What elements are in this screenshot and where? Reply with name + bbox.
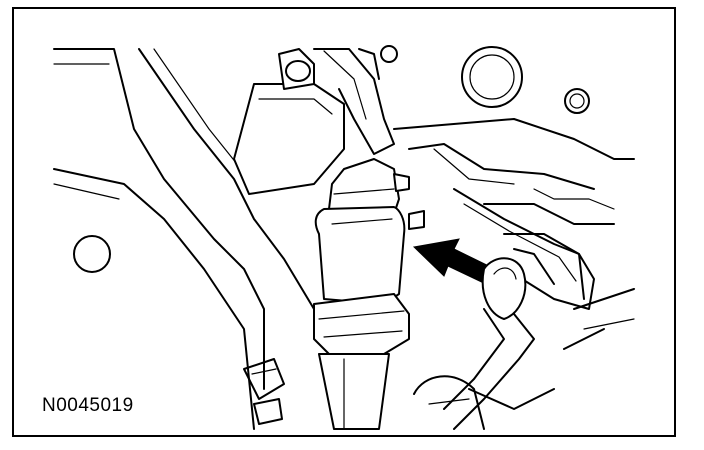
housing-outline bbox=[53, 48, 315, 430]
lower-fasteners bbox=[243, 358, 285, 425]
figure-id-label: N0045019 bbox=[42, 395, 134, 416]
connector-assembly bbox=[313, 158, 425, 430]
harness-clip bbox=[413, 257, 555, 430]
diagram-frame: N0045019 bbox=[12, 7, 676, 437]
technical-illustration bbox=[53, 45, 635, 430]
right-frame bbox=[393, 118, 635, 350]
mount-holes bbox=[73, 45, 590, 273]
upper-bracket bbox=[233, 48, 395, 195]
